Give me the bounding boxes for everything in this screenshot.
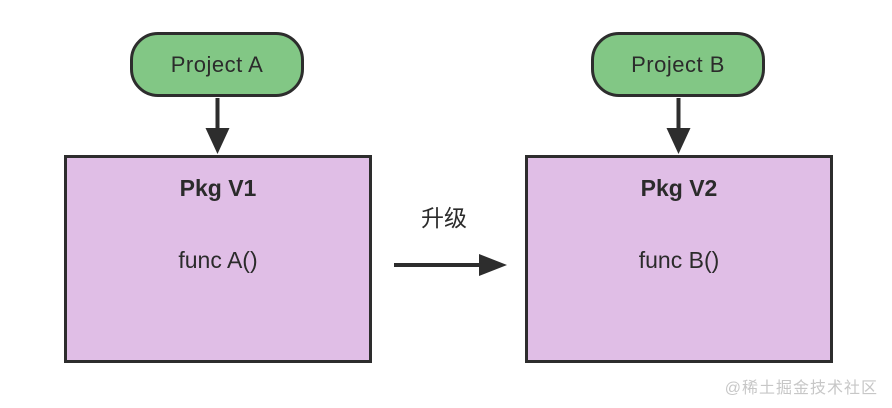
node-pkg-v2-func: func B() <box>638 247 720 273</box>
node-project-b: Project B <box>591 32 765 97</box>
arrow-project-a-to-pkg-v1 <box>205 98 230 154</box>
node-project-a-label: Project A <box>170 51 264 77</box>
node-pkg-v1-title: Pkg V1 <box>179 175 257 201</box>
node-pkg-v1-func: func A() <box>178 247 258 273</box>
node-pkg-v2-title: Pkg V2 <box>640 175 718 201</box>
upgrade-arrow-label: 升级 <box>421 205 467 231</box>
node-project-a: Project A <box>130 32 304 97</box>
node-pkg-v2: Pkg V2 func B() <box>525 155 833 363</box>
node-pkg-v1: Pkg V1 func A() <box>64 155 372 363</box>
arrow-upgrade <box>394 254 507 276</box>
arrow-project-b-to-pkg-v2 <box>666 98 691 154</box>
watermark: @稀土掘金技术社区 <box>724 380 878 397</box>
node-project-b-label: Project B <box>631 51 725 77</box>
